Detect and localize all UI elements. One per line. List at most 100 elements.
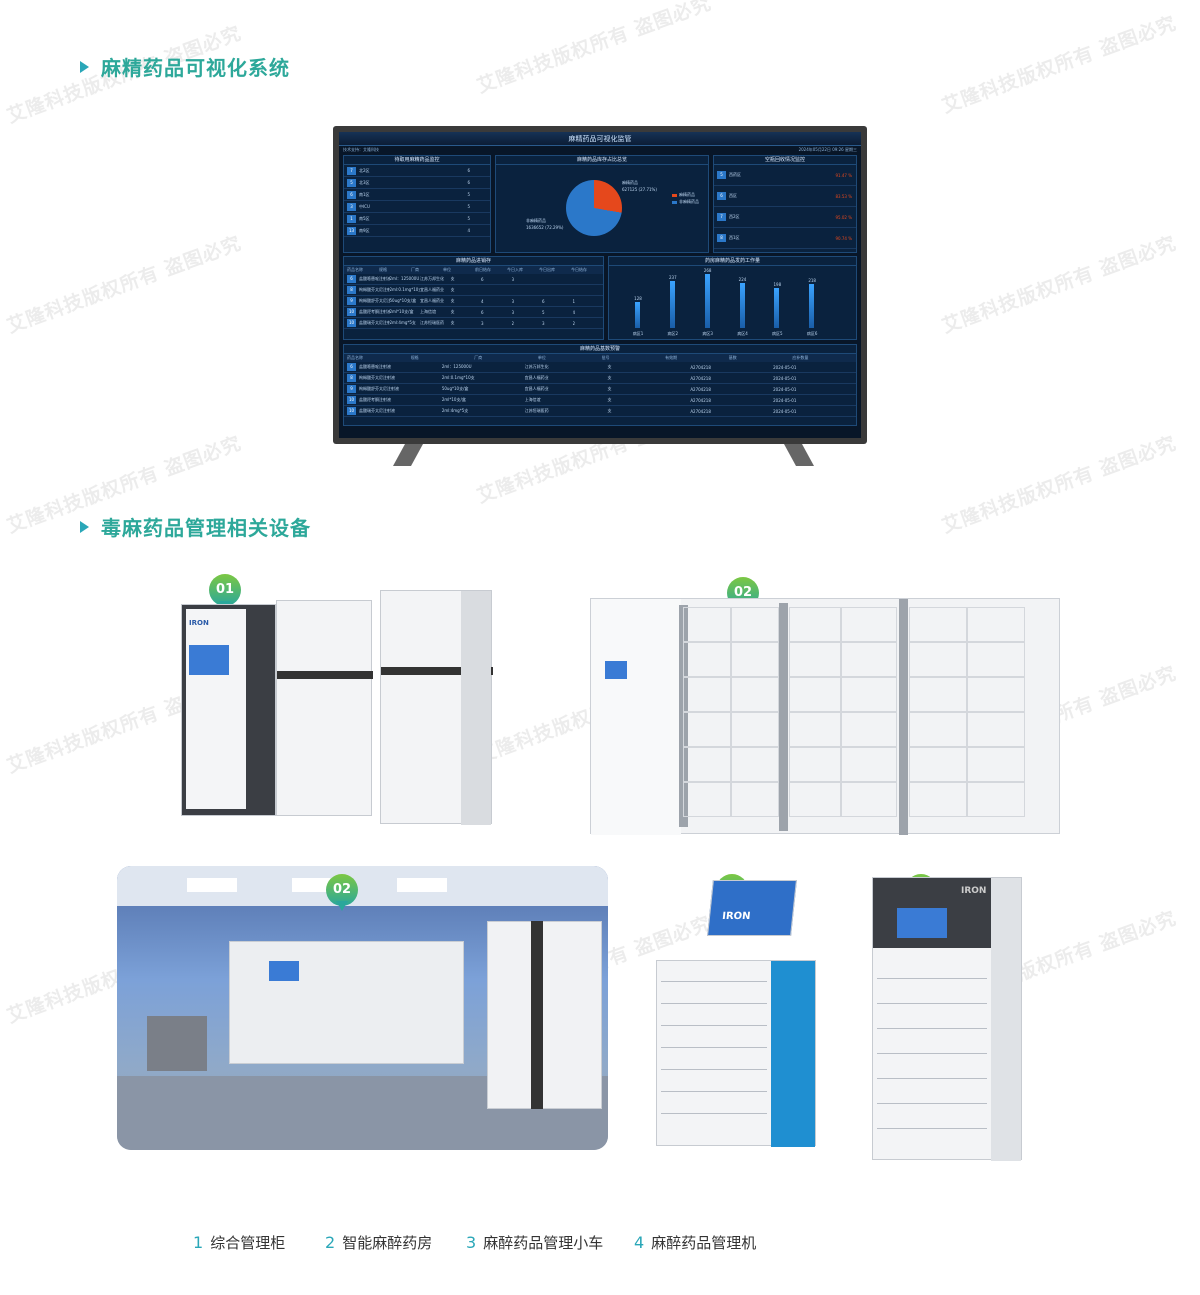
section-title-visualization: 麻精药品可视化系统 — [80, 52, 290, 81]
ward-name: 北2区 — [359, 167, 370, 173]
tv-monitor: 麻精药品可视化监管 技术支持：艾隆科技 2024年05月22日 09:26 星期… — [333, 126, 867, 444]
table-cell: 1 — [572, 298, 576, 304]
locker-cell — [909, 712, 967, 747]
table-cell: 6 — [481, 309, 484, 315]
table-cell: 3 — [511, 276, 515, 282]
locker-cell — [909, 607, 967, 642]
recycle-group: 西药区 — [729, 172, 741, 177]
watermark: 艾隆科技版权所有 盗图必究 — [4, 232, 245, 338]
table-cell: 上海信谊 — [524, 397, 541, 402]
bar-category-label: 病区1 — [632, 331, 644, 336]
smart-pharmacy-room — [117, 866, 608, 1150]
pie-value-b: 1636652 (72.29%) — [526, 225, 564, 230]
table-cell: 宜昌人福药业 — [420, 298, 444, 303]
locker-cell — [731, 677, 779, 712]
locker-cell — [841, 607, 897, 642]
column-header: 规格 — [379, 267, 387, 272]
dashboard-header-left: 技术支持：艾隆科技 — [343, 147, 379, 152]
panel-title: 麻精药品基数预警 — [344, 345, 856, 354]
locker-cell — [967, 747, 1025, 782]
row-number: 10 — [347, 319, 356, 327]
table-cell: 6 — [542, 298, 545, 304]
pie-chart — [566, 180, 622, 236]
panel-title: 药房麻精药品发药工作量 — [609, 257, 856, 266]
locker-cell — [841, 677, 897, 712]
table-cell: 支 — [607, 397, 612, 402]
cart-screen: IRON — [707, 880, 797, 936]
tv-stand-right — [784, 444, 814, 466]
table-cell: 2ml*10支/盒 — [389, 309, 414, 314]
table-cell: 宜昌人福药业 — [524, 375, 549, 380]
locker-screen — [605, 661, 627, 679]
dashboard-screen: 麻精药品可视化监管 技术支持：艾隆科技 2024年05月22日 09:26 星期… — [339, 132, 861, 438]
table-cell: 2024-05-01 — [773, 375, 797, 381]
locker-cell — [789, 712, 841, 747]
table-cell: 江苏恒瑞医药 — [420, 320, 444, 325]
table-cell: 宜昌人福药业 — [524, 386, 549, 391]
table-cell: 盐酸哌替啶注射液 — [359, 276, 390, 281]
triangle-bullet-icon — [80, 520, 89, 533]
recycle-rate: 83.53 % — [835, 193, 852, 199]
locker-cell — [789, 782, 841, 817]
bar-value-label: 218 — [808, 278, 816, 284]
dashboard-title: 麻精药品可视化监管 — [339, 132, 861, 146]
legend-item-b: 非麻精药品 — [672, 199, 699, 205]
table-cell: A2704218 — [690, 386, 711, 392]
table-cell: 枸橼酸舒芬太尼注射液 — [359, 298, 390, 303]
section-title-text: 毒麻药品管理相关设备 — [101, 516, 311, 540]
locker-cell — [841, 712, 897, 747]
ward-name: 北3区 — [359, 179, 370, 185]
bar-value-label: 224 — [738, 277, 747, 283]
table-cell: 4 — [481, 298, 484, 304]
table-cell: 2 — [572, 320, 576, 326]
table-cell: 50ug*10支/盒 — [389, 298, 417, 303]
locker-cell — [683, 607, 731, 642]
section-title-text: 麻精药品可视化系统 — [101, 56, 290, 80]
medicine-cart — [656, 960, 816, 1147]
table-cell: 2024-05-01 — [773, 397, 797, 403]
locker-cell — [683, 782, 731, 817]
table-cell: 2ml:0.1mg*10支 — [441, 375, 475, 380]
row-number: 8 — [347, 286, 356, 294]
locker-cell — [731, 712, 779, 747]
table-cell: 2ml*10支/盒 — [441, 397, 466, 402]
locker-cell — [683, 677, 731, 712]
table-cell: 4 — [572, 309, 576, 315]
locker-cell — [841, 782, 897, 817]
row-number: 1 — [347, 214, 356, 223]
table-cell: 支 — [450, 276, 455, 281]
row-number: 6 — [347, 363, 356, 371]
panel-title: 麻精药品库存占比总览 — [496, 156, 708, 165]
table-cell: 支 — [607, 375, 612, 380]
table-cell: 3 — [481, 320, 484, 326]
recycle-group: 西2区 — [729, 214, 740, 219]
table-cell: 支 — [450, 287, 455, 292]
table-cell: A2704218 — [690, 408, 711, 414]
watermark: 艾隆科技版权所有 盗图必究 — [939, 12, 1180, 118]
row-number: 9 — [347, 385, 356, 393]
table-cell: 枸橼酸芬太尼注射液 — [359, 287, 390, 292]
column-header: 今日结存 — [571, 267, 587, 272]
recycle-rate: 91.47 % — [835, 172, 852, 178]
ward-count: 5 — [467, 204, 470, 209]
panel-title: 麻精药品进销存 — [344, 257, 603, 266]
dashboard-header-right: 2024年05月22日 09:26 星期三 — [798, 147, 857, 152]
ward-name: 南9区 — [359, 227, 370, 233]
locker-cell — [967, 607, 1025, 642]
legend-item-a: 麻精药品 — [672, 192, 695, 198]
table-cell: 2ml：125000U — [389, 276, 420, 281]
panel-stock-ratio: 麻精药品库存占比总览 麻精药品 627125 (27.71%) 非麻精药品 16… — [495, 155, 709, 253]
table-cell: 2024-05-01 — [773, 364, 797, 370]
